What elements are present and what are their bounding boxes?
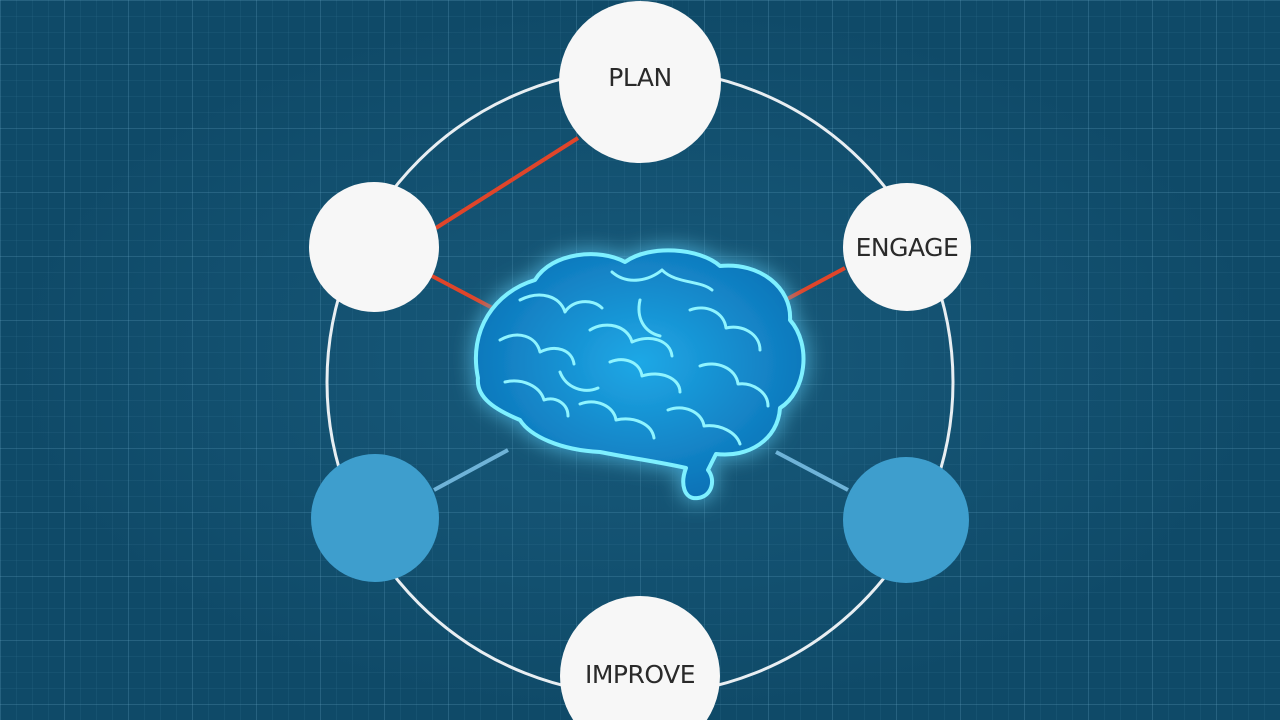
- node-upper-left: [309, 182, 439, 312]
- connector-plan: [434, 136, 580, 230]
- node-lower-right: [843, 457, 969, 583]
- node-plan: PLAN: [559, 1, 721, 163]
- connector-left-lower: [433, 448, 509, 492]
- node-engage: ENGAGE: [843, 183, 971, 311]
- node-plan-label: PLAN: [608, 63, 671, 92]
- node-engage-label: ENGAGE: [856, 233, 959, 262]
- brain-icon: [473, 248, 806, 501]
- connector-right-lower: [775, 450, 849, 492]
- node-improve-label: IMPROVE: [585, 660, 695, 689]
- node-lower-left: [311, 454, 439, 582]
- node-improve: IMPROVE: [560, 596, 720, 720]
- connector-left-upper: [431, 274, 501, 314]
